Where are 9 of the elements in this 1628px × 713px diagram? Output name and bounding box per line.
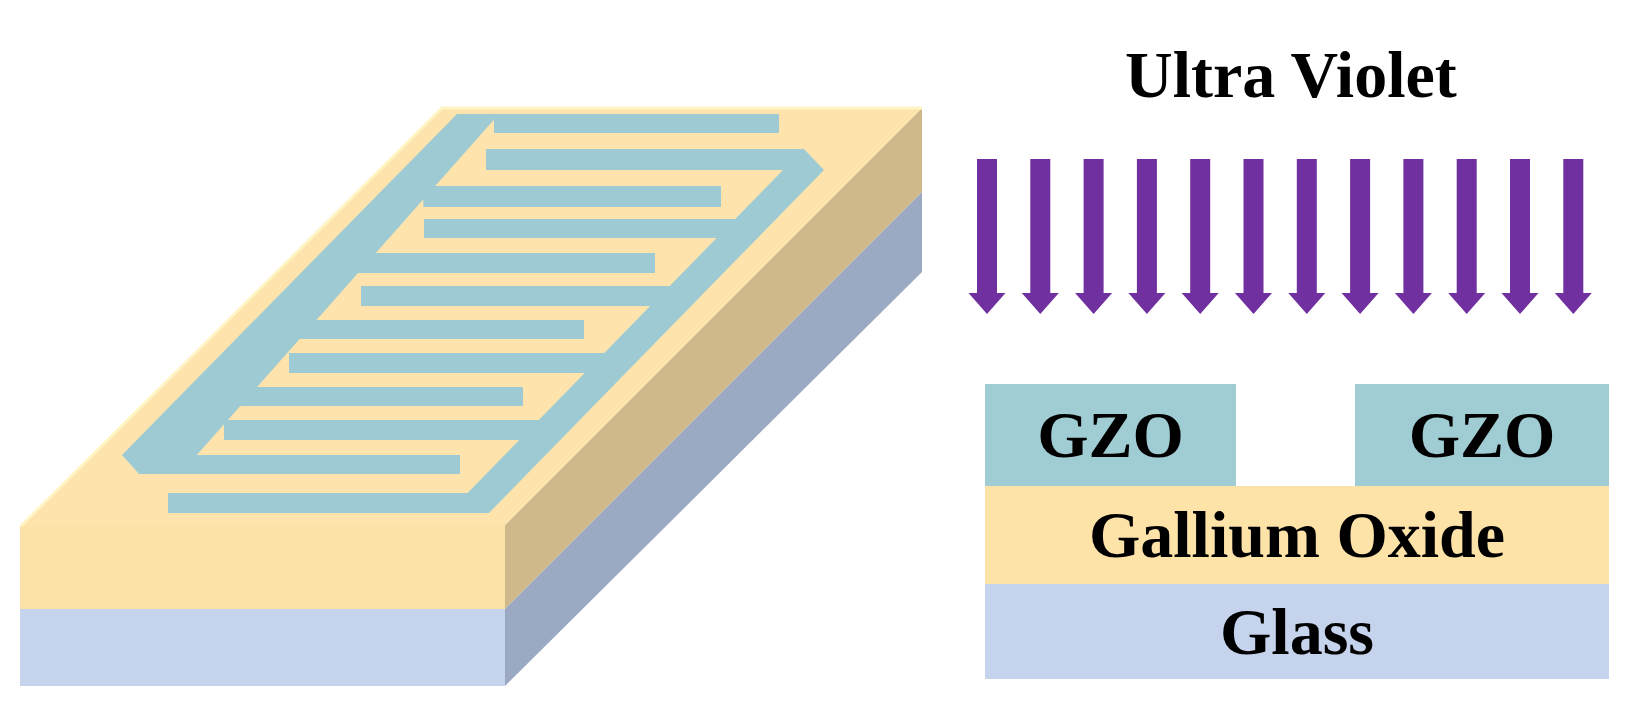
electrode-block	[985, 384, 1236, 486]
electrode-block	[1355, 384, 1609, 486]
film-layer	[985, 486, 1609, 584]
layer-label: Glass	[1219, 598, 1374, 665]
layer-label: GZO	[1037, 402, 1184, 468]
substrate-layer	[985, 584, 1609, 679]
light-source-label: Ultra Violet	[1125, 42, 1457, 108]
layer-label: GZO	[1408, 402, 1556, 468]
layer-label: Gallium Oxide	[1088, 502, 1506, 568]
